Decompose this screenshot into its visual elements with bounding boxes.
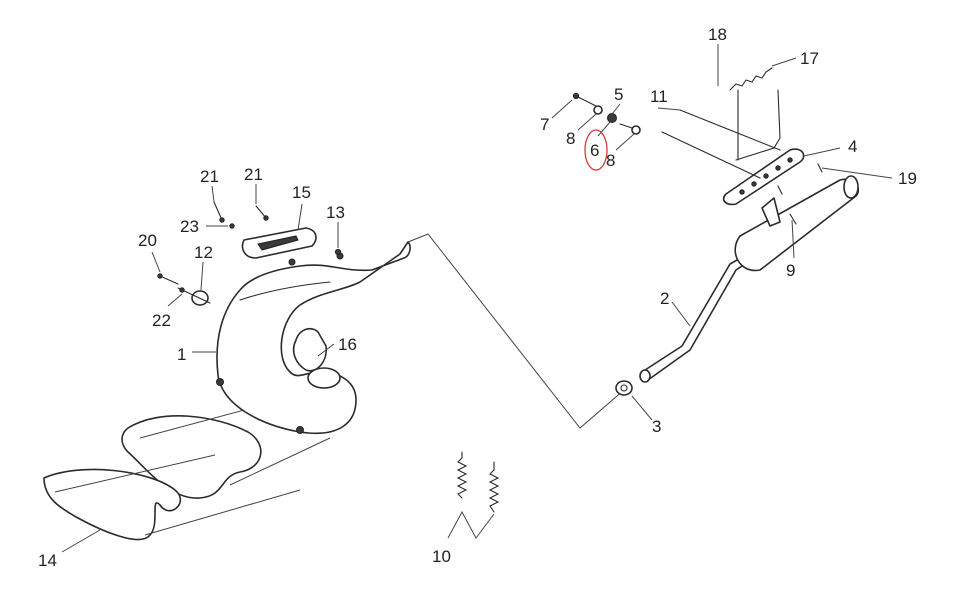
washer-8-left xyxy=(593,105,603,115)
callout-3: 3 xyxy=(652,417,661,436)
bracket-hole xyxy=(751,181,757,187)
callout-17: 17 xyxy=(800,49,819,68)
callout-7: 7 xyxy=(540,115,549,134)
heat-shield-guide-line xyxy=(54,454,216,493)
callout-4: 4 xyxy=(848,137,857,156)
callout-23: 23 xyxy=(180,217,199,236)
callout-1: 1 xyxy=(177,345,186,364)
callout-11: 11 xyxy=(650,87,668,106)
leader-21-left xyxy=(211,185,215,203)
washer-8-right xyxy=(631,125,641,135)
manifold-flange xyxy=(292,327,327,372)
screw-20 xyxy=(159,275,179,285)
callout-6: 6 xyxy=(590,141,599,160)
mounting-lug xyxy=(288,258,296,266)
leader-16 xyxy=(317,343,335,357)
callout-13: 13 xyxy=(326,203,345,222)
heat-shield-guide-line xyxy=(229,437,331,486)
leader-22 xyxy=(167,293,183,307)
leader-3 xyxy=(631,395,653,421)
clip-19b xyxy=(777,185,783,195)
washer-22 xyxy=(179,287,185,293)
callout-15: 15 xyxy=(292,183,311,202)
leader-4 xyxy=(803,147,841,157)
screw-20-head xyxy=(157,273,163,279)
muffler-end-cap xyxy=(843,175,859,199)
callout-20: 20 xyxy=(138,231,157,250)
leader-7 xyxy=(551,99,573,119)
callout-18: 18 xyxy=(708,25,727,44)
hardware-axis xyxy=(619,123,633,129)
leader-12 xyxy=(200,261,204,291)
callout-16: 16 xyxy=(338,335,357,354)
bolt-7-head xyxy=(572,92,580,100)
screw-21-left xyxy=(213,201,223,221)
bracket-hole xyxy=(787,157,793,163)
bracket-hole xyxy=(763,173,769,179)
leader-8-right xyxy=(615,133,635,151)
callout-2: 2 xyxy=(660,289,669,308)
spring-17 xyxy=(729,67,773,91)
callout-21-right: 21 xyxy=(244,165,263,184)
leader-19 xyxy=(821,167,893,179)
bracket-slot xyxy=(257,235,299,251)
heat-shield-guide-line xyxy=(144,489,301,536)
leader-5 xyxy=(611,103,621,115)
leader-17 xyxy=(771,57,797,67)
bracket-arm xyxy=(735,89,781,161)
leader-8-left xyxy=(577,113,597,131)
callout-5: 5 xyxy=(614,85,623,104)
callout-21-left: 21 xyxy=(200,167,219,186)
mounting-lug xyxy=(216,378,224,386)
muffler-mount-tab xyxy=(761,197,781,227)
tail-pipe-end xyxy=(639,369,651,383)
leader-10 xyxy=(447,510,495,539)
muffler-screw-9 xyxy=(789,213,797,225)
mounting-lug xyxy=(296,426,304,434)
bracket-hole xyxy=(775,165,781,171)
clip-19a xyxy=(817,163,823,173)
bracket-hole xyxy=(739,189,745,195)
callout-9: 9 xyxy=(786,261,795,280)
washer-23 xyxy=(229,223,235,229)
gasket-3-hole xyxy=(620,384,628,392)
nut-13 xyxy=(334,248,342,256)
callout-19: 19 xyxy=(898,169,917,188)
spring-left xyxy=(456,457,468,499)
heat-shield-rear xyxy=(121,415,262,499)
long-bolt-11-upper xyxy=(679,109,781,151)
tail-pipe xyxy=(641,255,749,381)
spacer-5 xyxy=(607,113,617,123)
spring-right xyxy=(488,469,500,513)
assembly-connector-line xyxy=(407,233,625,429)
leader-14 xyxy=(61,529,101,553)
gasket-3 xyxy=(615,380,633,396)
callout-8-right: 8 xyxy=(606,151,615,170)
leader-20 xyxy=(151,251,161,273)
long-bolt-11 xyxy=(661,131,761,179)
expansion-chamber-inner-line xyxy=(239,281,331,301)
manifold-port xyxy=(307,367,341,389)
callout-6-highlight xyxy=(584,129,608,171)
callout-12: 12 xyxy=(194,243,213,262)
callout-10: 10 xyxy=(432,547,451,566)
callout-14: 14 xyxy=(38,551,57,570)
leader-9 xyxy=(791,219,795,259)
leader-11 xyxy=(657,107,681,111)
leader-6 xyxy=(597,121,611,137)
leader-2 xyxy=(671,301,691,327)
screw-21-left-head xyxy=(219,217,225,223)
screw-21-right-head xyxy=(263,215,269,221)
callout-22: 22 xyxy=(152,311,171,330)
callout-8-left: 8 xyxy=(566,129,575,148)
leader-15 xyxy=(297,203,303,231)
